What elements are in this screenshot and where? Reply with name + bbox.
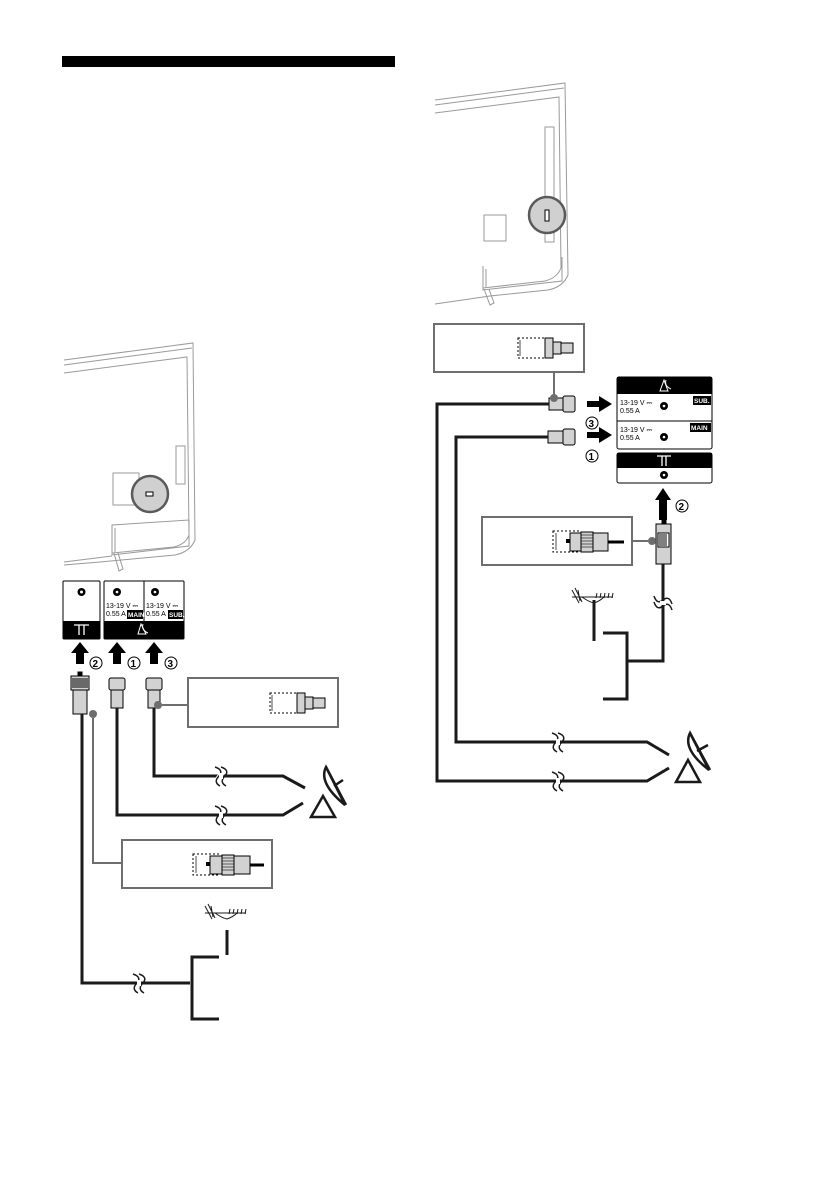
- arrow-right-icon: [587, 427, 612, 443]
- step-3: 3: [168, 659, 174, 670]
- arrow-up-icon: [71, 642, 89, 664]
- step-numbers-left: 2 1 3: [89, 656, 178, 670]
- cable-break-icons-right: [551, 595, 673, 792]
- satellite-dish-icon-left: [308, 764, 348, 819]
- step-2: 2: [93, 659, 99, 670]
- sub-current-right: 0.55 A: [620, 408, 640, 415]
- f-connector-main-left: [108, 677, 126, 709]
- satellite-dish-icon: [137, 622, 149, 635]
- step-1: 1: [131, 659, 137, 670]
- iec-connector-detail-icon: [192, 853, 264, 876]
- arrow-up-icon: [145, 642, 163, 664]
- arrow-right-icon: [587, 396, 612, 412]
- connector-panel-right: 13-19 V ⎓ 0.55 A SUB. 13-19 V ⎓ 0.55 A M…: [616, 376, 713, 484]
- f-connector-detail-icon: [269, 692, 326, 714]
- connector-panel-left: 13-19 V ⎓ 0.55 A MAIN 13-19 V ⎓ 0.55 A S…: [62, 580, 185, 640]
- tv-rear-view-right: [434, 82, 569, 306]
- main-voltage-right: 13-19 V ⎓: [620, 427, 652, 434]
- main-current: 0.55 A: [106, 611, 126, 618]
- zoom-callout-circle-left: [130, 474, 170, 514]
- arrow-up-icon: [108, 642, 126, 664]
- terrestrial-antenna-icon-right: [571, 587, 614, 604]
- callout-dot: [89, 710, 97, 718]
- iec-connector-detail-icon: [552, 530, 624, 553]
- iec-connector-right: [655, 519, 672, 565]
- tv-rear-view-left: [63, 342, 196, 572]
- callout-dot: [550, 394, 558, 402]
- sub-current: 0.55 A: [146, 611, 166, 618]
- port-icon: [544, 209, 550, 222]
- sub-tag: SUB.: [169, 612, 185, 619]
- arrows-right: [587, 396, 671, 520]
- section-heading-bar: [62, 56, 395, 67]
- arrows-left: [71, 642, 163, 664]
- main-tag-right: MAIN: [691, 425, 708, 432]
- terrestrial-antenna-icon-left: [204, 903, 247, 920]
- port-icon: [145, 491, 154, 497]
- callout-dot: [648, 537, 656, 545]
- antenna-T-icon: [657, 455, 671, 466]
- main-voltage: 13-19 V ⎓: [106, 603, 138, 610]
- step-1: 1: [589, 452, 595, 463]
- main-tag: MAIN: [128, 612, 145, 619]
- callout-dot: [154, 701, 162, 709]
- cables-right: [435, 402, 670, 783]
- main-current-right: 0.55 A: [620, 435, 640, 442]
- sub-voltage: 13-19 V ⎓: [146, 603, 178, 610]
- satellite-dish-icon-right: [673, 730, 712, 784]
- zoom-callout-circle-right: [527, 195, 567, 235]
- f-connector-detail-icon: [517, 337, 574, 359]
- step-3: 3: [589, 419, 595, 430]
- sub-voltage-right: 13-19 V ⎓: [620, 400, 652, 407]
- satellite-dish-icon: [659, 378, 672, 392]
- sub-tag-right: SUB.: [694, 398, 710, 405]
- step-2: 2: [679, 502, 685, 513]
- arrow-up-icon: [655, 488, 671, 520]
- iec-connector-left: [70, 671, 90, 715]
- f-connector-main-right: [547, 428, 576, 446]
- antenna-T-icon: [74, 624, 89, 635]
- step-numbers-right: 3 1 2: [585, 416, 689, 513]
